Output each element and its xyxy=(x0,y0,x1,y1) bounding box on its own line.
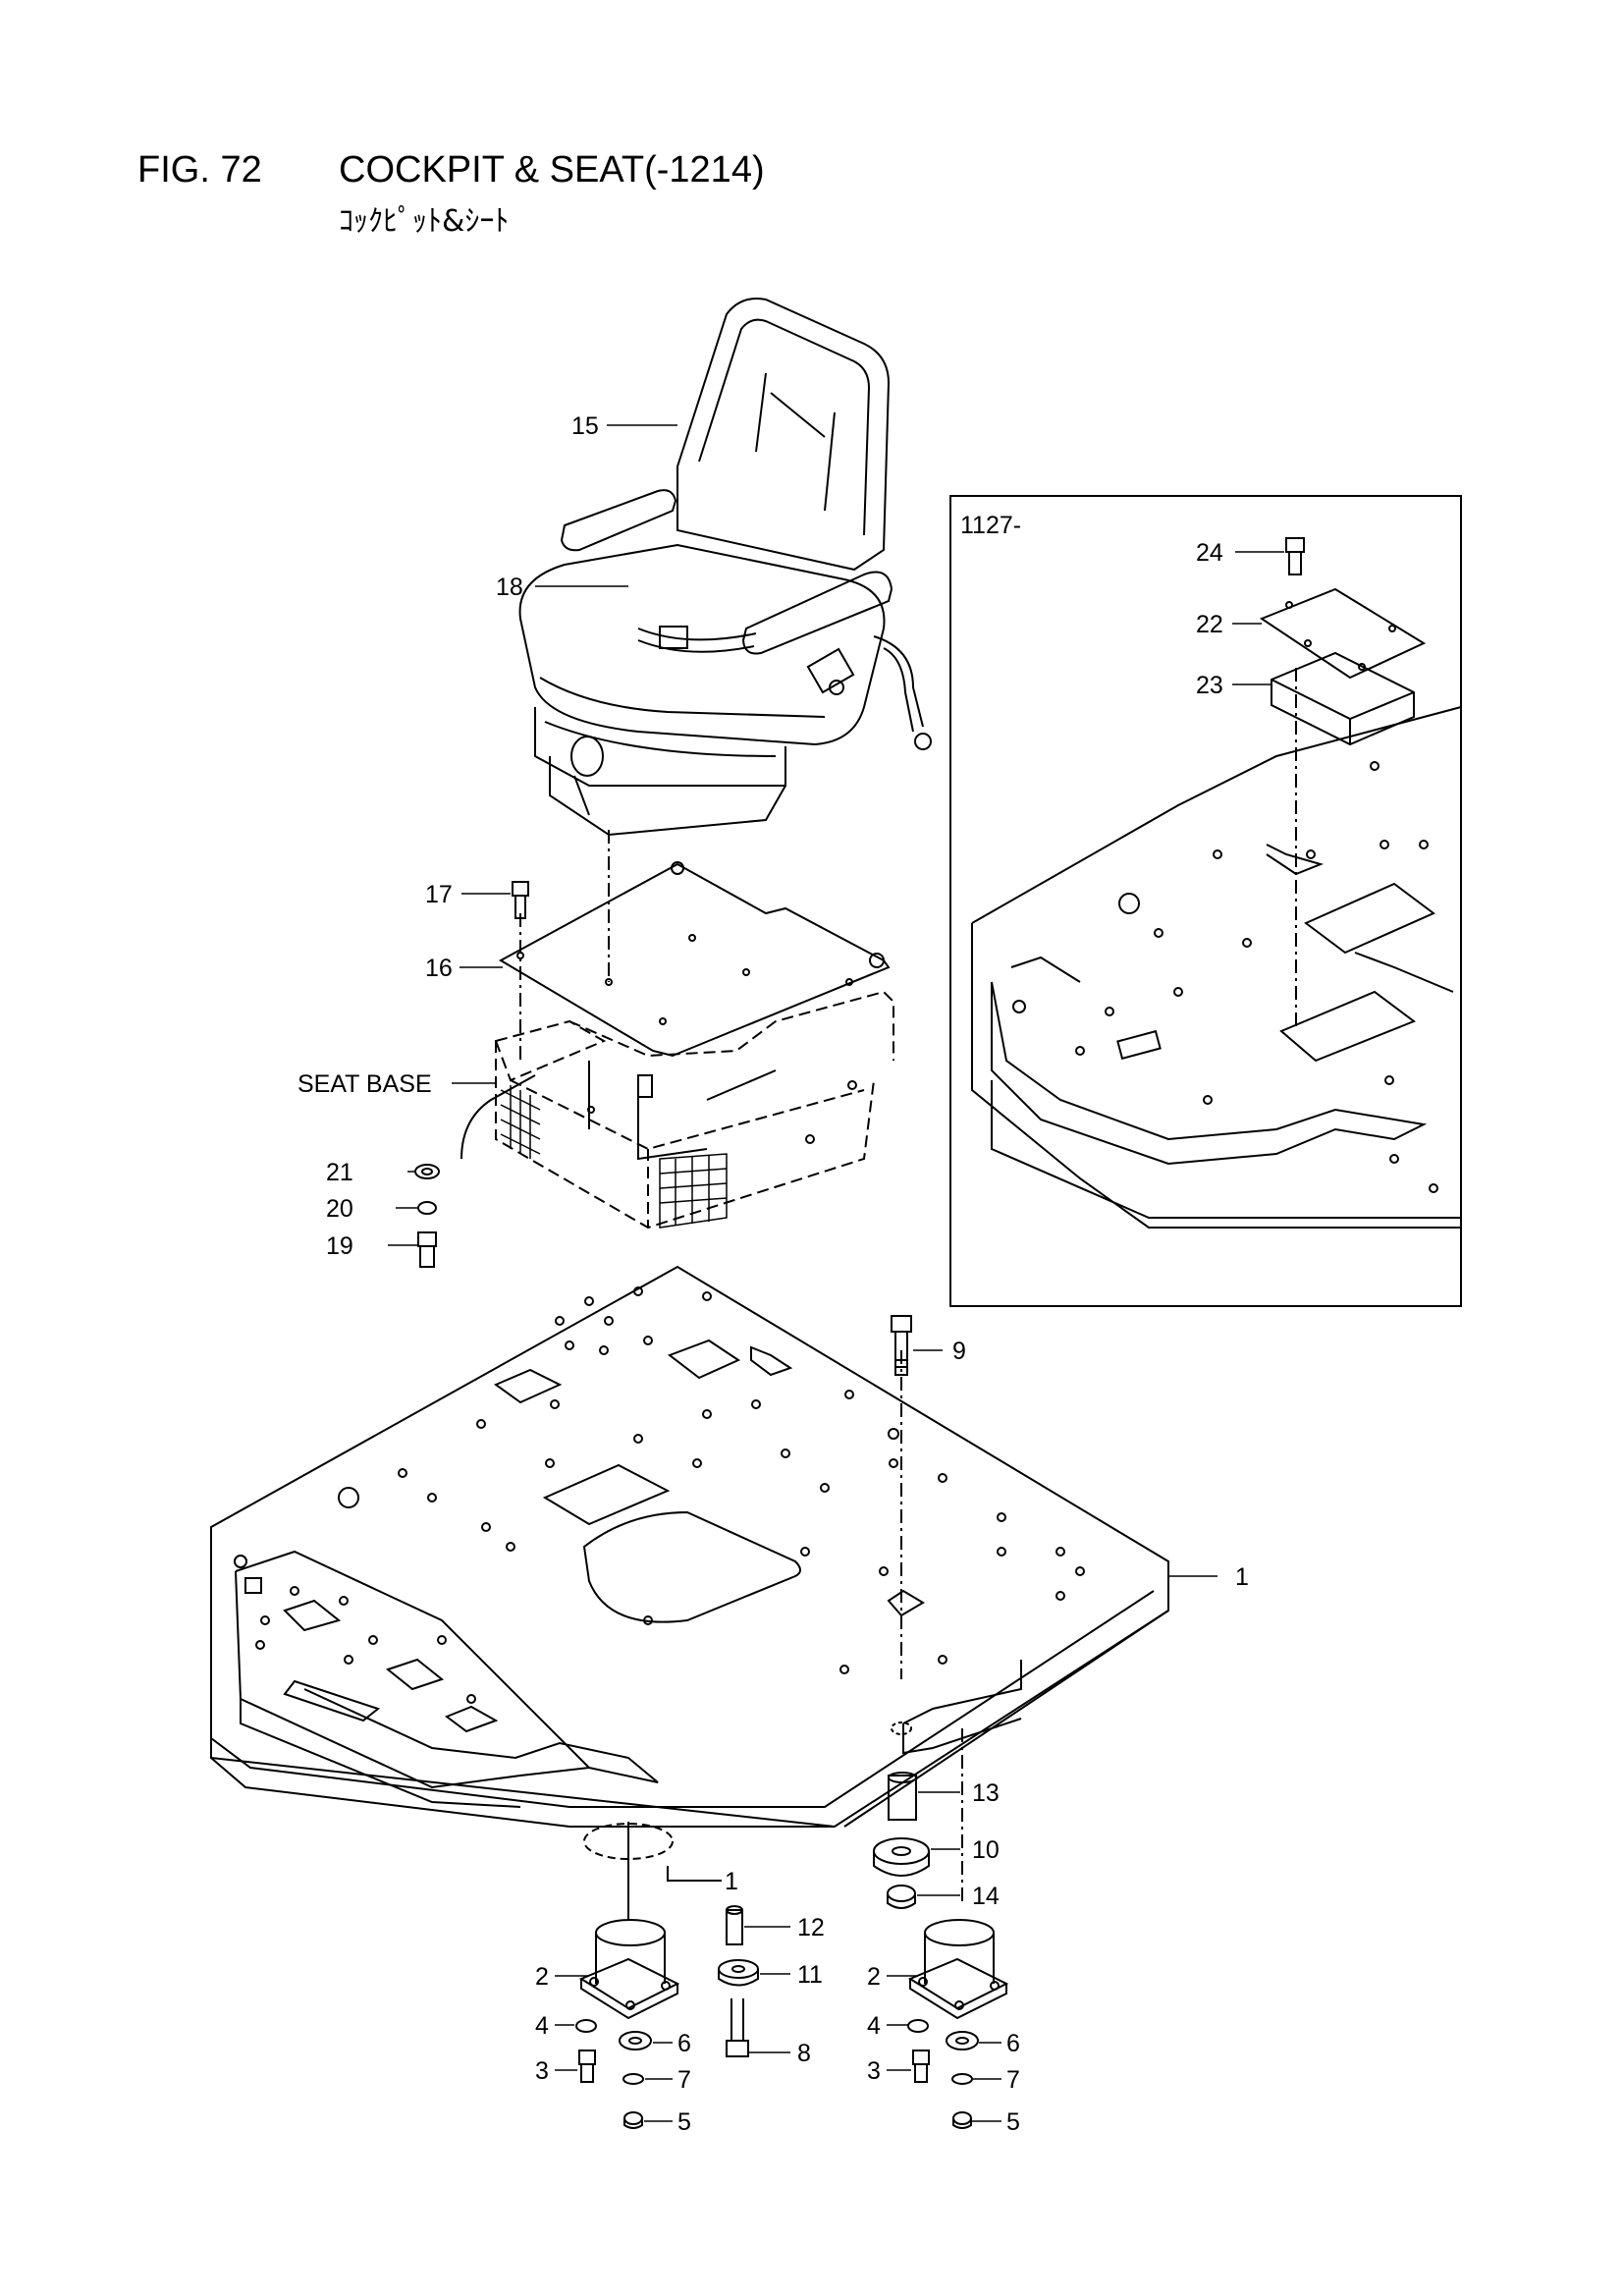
lock-washer-20 xyxy=(417,1201,437,1215)
callout-5-right: 5 xyxy=(1006,2108,1020,2136)
alignment-guides xyxy=(519,668,1297,1905)
inset-pad-23 xyxy=(1271,651,1415,746)
spacer-12 xyxy=(726,1905,743,1945)
nut-14 xyxy=(887,1885,916,1909)
callout-6-right: 6 xyxy=(1006,2030,1020,2057)
nut-5-right xyxy=(952,2111,972,2129)
callout-12: 12 xyxy=(797,1914,825,1941)
washer-4-left xyxy=(575,2019,597,2033)
cushion-10 xyxy=(873,1837,930,1877)
washer-7-right xyxy=(951,2073,973,2085)
callout-2-right: 2 xyxy=(867,1963,881,1991)
cushion-11 xyxy=(718,1959,759,1987)
main-floor-plate xyxy=(210,1265,1169,1860)
callout-6-left: 6 xyxy=(677,2030,691,2057)
inset-label: 1127- xyxy=(960,512,1021,539)
spacer-13 xyxy=(888,1772,917,1821)
callout-24: 24 xyxy=(1196,539,1223,567)
callout-3-right: 3 xyxy=(867,2057,881,2085)
seat-base-label: SEAT BASE xyxy=(298,1070,432,1098)
callout-13: 13 xyxy=(972,1779,1000,1807)
callout-labels: 15 18 17 16 SEAT BASE 21 20 19 1127- 24 … xyxy=(298,412,1249,2136)
seat-base xyxy=(460,990,894,1230)
callout-5-left: 5 xyxy=(677,2108,691,2136)
callout-21: 21 xyxy=(326,1159,353,1186)
callout-4-right: 4 xyxy=(867,2012,881,2040)
inset-cover-22 xyxy=(1259,587,1427,680)
callout-10: 10 xyxy=(972,1836,1000,1864)
callout-1: 1 xyxy=(1235,1563,1249,1591)
callout-20: 20 xyxy=(326,1195,353,1223)
callout-8: 8 xyxy=(797,2040,811,2067)
callout-7-right: 7 xyxy=(1006,2066,1020,2094)
seat-mounting-plate xyxy=(498,861,891,1058)
vent-grille-right xyxy=(659,1153,728,1229)
callout-22: 22 xyxy=(1196,611,1223,638)
washer-21 xyxy=(414,1164,440,1179)
callout-19: 19 xyxy=(326,1232,353,1260)
callout-18: 18 xyxy=(496,574,523,601)
callout-7-left: 7 xyxy=(677,2066,691,2094)
figure-subtitle: ｺｯｸﾋﾟｯﾄ&ｼｰﾄ xyxy=(339,204,510,239)
inset-frame xyxy=(949,495,1462,1307)
callout-4-left: 4 xyxy=(535,2012,549,2040)
rubber-mount-right xyxy=(907,1919,1009,2020)
rubber-mount-left xyxy=(578,1822,722,2020)
figure-number: FIG. 72 xyxy=(137,149,262,191)
operator-seat xyxy=(518,298,932,837)
bolt-8 xyxy=(726,1998,749,2057)
bolt-9 xyxy=(891,1315,912,1376)
inset-bolt-24 xyxy=(1285,537,1305,575)
washer-6-right xyxy=(946,2031,979,2050)
bolt-17 xyxy=(512,881,529,919)
callout-3-left: 3 xyxy=(535,2057,549,2085)
callout-1-sub: 1 xyxy=(725,1868,738,1895)
callout-16: 16 xyxy=(425,955,453,982)
callout-23: 23 xyxy=(1196,672,1223,699)
bolt-3-left xyxy=(578,2050,596,2083)
washer-7-left xyxy=(622,2073,644,2085)
callout-11: 11 xyxy=(797,1961,823,1989)
callout-9: 9 xyxy=(952,1338,966,1365)
bolt-3-right xyxy=(912,2050,930,2083)
nut-5-left xyxy=(623,2111,643,2129)
figure-title: COCKPIT & SEAT(-1214) xyxy=(339,149,765,191)
inset-floor-plate xyxy=(971,706,1462,1229)
leader-lines xyxy=(388,424,1284,2122)
vent-grille-left xyxy=(500,1085,541,1159)
washer-6-left xyxy=(619,2031,652,2050)
washer-4-right xyxy=(907,2019,929,2033)
callout-2-left: 2 xyxy=(535,1963,549,1991)
callout-14: 14 xyxy=(972,1883,1000,1910)
bolt-19 xyxy=(417,1231,437,1268)
callout-17: 17 xyxy=(425,881,453,908)
callout-15: 15 xyxy=(571,412,599,440)
